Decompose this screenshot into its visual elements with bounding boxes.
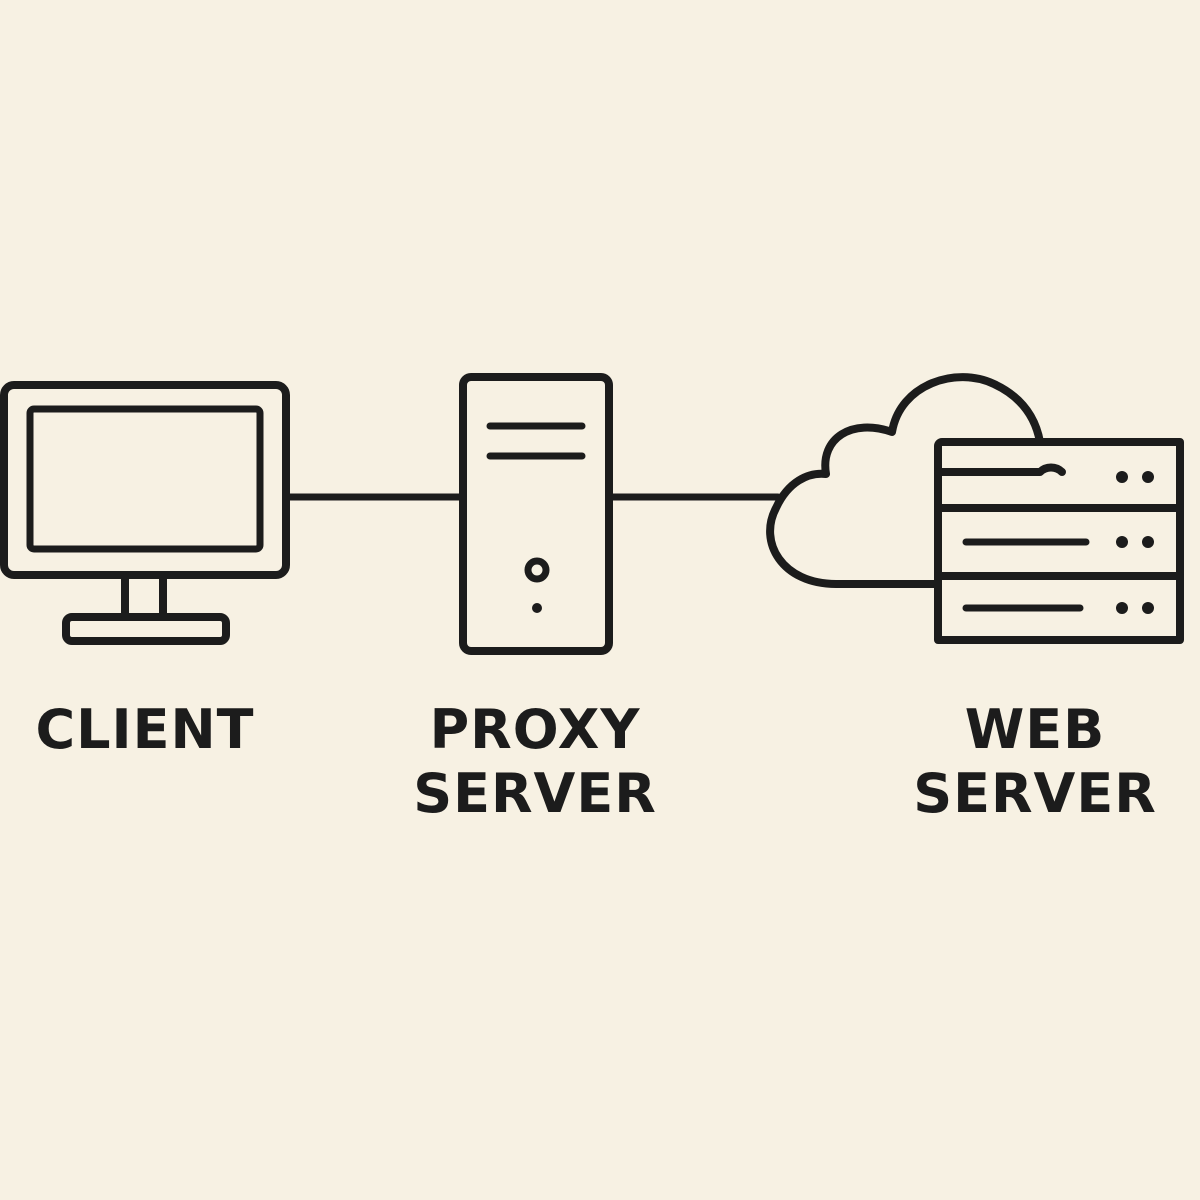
rack-unit-1-led-2 (1142, 471, 1154, 483)
monitor-icon (0, 381, 290, 645)
client-label-line-1: CLIENT (35, 698, 255, 761)
monitor-base (62, 613, 230, 645)
web-label-line-1: WEB (964, 698, 1106, 761)
rack-unit-2-led-2 (1142, 536, 1154, 548)
rack-top-edge (934, 463, 1066, 476)
tower-power-button (524, 557, 550, 583)
rack-unit-1-led-1 (1116, 471, 1128, 483)
proxy-label-line-2: SERVER (413, 762, 657, 825)
proxy-label-line-1: PROXY (429, 698, 641, 761)
web-server-label: WEB SERVER (900, 698, 1170, 826)
rack-unit-3-led-1 (1116, 602, 1128, 614)
monitor-bezel (0, 381, 290, 579)
tower-led (532, 603, 542, 613)
proxy-server-label: PROXY SERVER (400, 698, 670, 826)
tower-case (459, 373, 613, 655)
client-label: CLIENT (20, 698, 270, 762)
server-rack-icon (934, 438, 1184, 644)
rack-unit-2-led-1 (1116, 536, 1128, 548)
monitor-screen (26, 405, 264, 553)
web-label-line-2: SERVER (913, 762, 1157, 825)
server-tower-icon (459, 373, 613, 655)
rack-unit-3-led-2 (1142, 602, 1154, 614)
